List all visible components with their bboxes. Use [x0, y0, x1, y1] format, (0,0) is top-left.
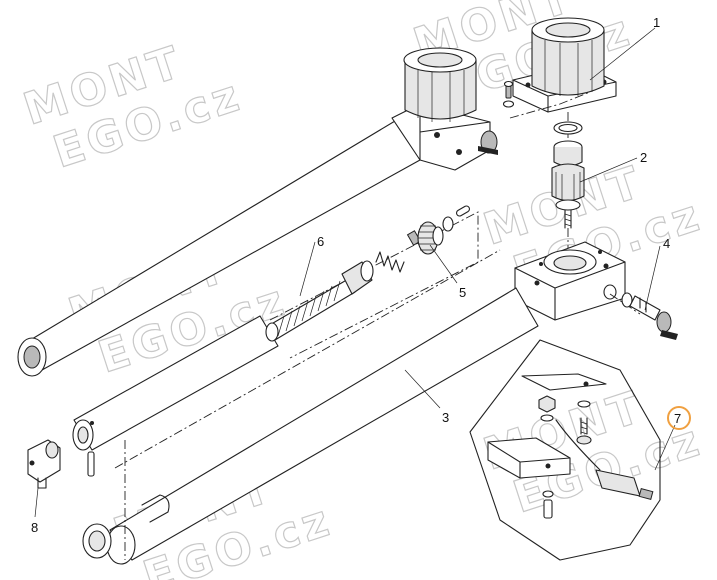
callout-7-highlight	[667, 406, 691, 430]
motor-cap	[545, 22, 591, 38]
watermark-group: MONT EGO.cz	[17, 36, 249, 179]
assembled-motor	[404, 59, 477, 120]
release-key-handle	[478, 146, 498, 155]
callout-7: 7	[674, 411, 681, 426]
callout-8: 8	[31, 520, 38, 535]
leader-lines	[34, 27, 676, 518]
callout-1: 1	[653, 15, 660, 30]
spring	[375, 251, 405, 273]
part-1-motor	[512, 17, 617, 113]
callout-labels: 1 2 3 4 5 6 7 8	[31, 15, 691, 535]
callout-6: 6	[317, 234, 324, 249]
assembled-tube-bore	[23, 345, 41, 369]
inner-rod	[72, 315, 279, 451]
assembled-actuator	[17, 47, 498, 377]
part-2-gear-shaft	[551, 140, 585, 229]
callout-2: 2	[640, 150, 647, 165]
callout-3: 3	[442, 410, 449, 425]
callout-5: 5	[459, 285, 466, 300]
part-6-lead-screw	[265, 260, 374, 342]
bag-outline	[469, 339, 661, 561]
assembled-motor-cap	[417, 52, 463, 68]
motor-screw	[502, 80, 515, 108]
part-8-clevis	[27, 439, 61, 489]
part-5-gear	[406, 205, 471, 255]
callout-4: 4	[663, 236, 670, 251]
part-4-release-key	[609, 292, 678, 340]
screw-dot	[456, 149, 462, 155]
bearing-ring	[555, 199, 581, 211]
tube-end-cap	[82, 523, 112, 559]
screw-dot	[434, 132, 440, 138]
motor-body	[531, 29, 605, 96]
gear-housing	[551, 163, 585, 202]
clevis-pin	[87, 451, 95, 477]
part-7-bracket-kit	[469, 339, 661, 561]
